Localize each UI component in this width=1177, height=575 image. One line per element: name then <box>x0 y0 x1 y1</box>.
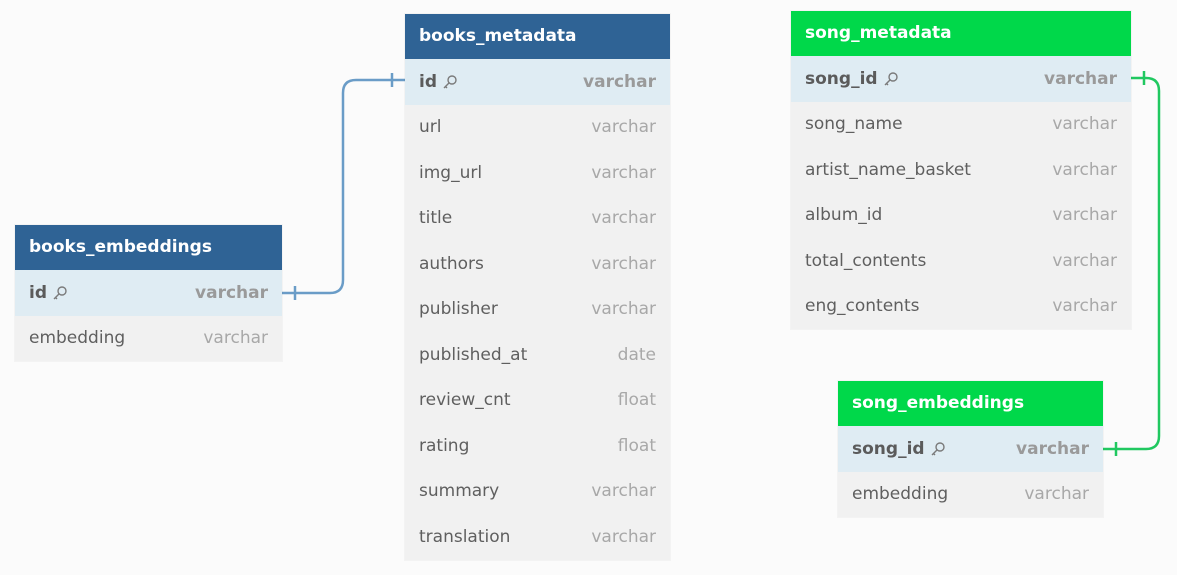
column-type: varchar <box>1052 296 1117 317</box>
column-name: id <box>29 283 68 303</box>
column-name: total_contents <box>805 251 926 271</box>
column-type: varchar <box>1052 250 1117 271</box>
column-name: translation <box>419 527 510 547</box>
column-type: varchar <box>591 253 656 274</box>
column-row[interactable]: authors varchar <box>405 241 670 287</box>
primary-key-row[interactable]: id varchar <box>405 59 670 105</box>
column-name-text: img_url <box>419 162 483 183</box>
key-icon <box>930 441 946 457</box>
column-type: varchar <box>591 299 656 320</box>
column-name: artist_name_basket <box>805 160 971 180</box>
column-name-text: album_id <box>805 205 883 226</box>
column-row[interactable]: summary varchar <box>405 469 670 515</box>
column-type: varchar <box>203 328 268 349</box>
primary-key-row[interactable]: id varchar <box>15 270 282 316</box>
column-name: song_id <box>852 439 946 459</box>
column-name: embedding <box>852 484 948 504</box>
column-name: embedding <box>29 328 125 348</box>
column-row[interactable]: img_url varchar <box>405 150 670 196</box>
column-name-text: id <box>29 282 47 303</box>
column-type: varchar <box>1016 438 1089 459</box>
column-name: url <box>419 117 442 137</box>
relation-books-embeddings-to-books-metadata[interactable] <box>282 78 405 295</box>
column-row[interactable]: song_name varchar <box>791 102 1131 148</box>
key-icon <box>442 74 458 90</box>
primary-key-row[interactable]: song_id varchar <box>791 56 1131 102</box>
column-row[interactable]: publisher varchar <box>405 287 670 333</box>
column-name-text: id <box>419 71 437 92</box>
column-name-text: total_contents <box>805 250 927 271</box>
table-header[interactable]: books_metadata <box>405 14 670 59</box>
column-type: date <box>617 344 656 365</box>
column-name-text: embedding <box>29 328 126 349</box>
column-name-text: song_id <box>805 68 878 89</box>
column-type: float <box>617 435 656 456</box>
column-name: song_id <box>805 69 899 89</box>
column-type: varchar <box>1052 114 1117 135</box>
column-name: title <box>419 208 452 228</box>
column-row[interactable]: published_at date <box>405 332 670 378</box>
table-header[interactable]: song_embeddings <box>838 381 1103 426</box>
column-row[interactable]: eng_contents varchar <box>791 284 1131 330</box>
column-type: varchar <box>1052 205 1117 226</box>
primary-key-row[interactable]: song_id varchar <box>838 426 1103 472</box>
column-name-text: published_at <box>419 344 528 365</box>
column-type: varchar <box>1044 68 1117 89</box>
column-row[interactable]: translation varchar <box>405 514 670 560</box>
column-name-text: summary <box>419 481 500 502</box>
column-row[interactable]: album_id varchar <box>791 193 1131 239</box>
column-name: rating <box>419 436 469 456</box>
column-row[interactable]: title varchar <box>405 196 670 242</box>
column-name-text: embedding <box>852 484 949 505</box>
column-name-text: artist_name_basket <box>805 159 971 180</box>
column-name-text: publisher <box>419 299 498 320</box>
column-name-text: eng_contents <box>805 296 920 317</box>
column-row[interactable]: embedding varchar <box>15 316 282 362</box>
column-name: song_name <box>805 114 903 134</box>
column-type: varchar <box>591 481 656 502</box>
column-name: album_id <box>805 205 882 225</box>
column-name: eng_contents <box>805 296 919 316</box>
column-name-text: rating <box>419 435 470 456</box>
column-row[interactable]: rating float <box>405 423 670 469</box>
column-name: review_cnt <box>419 390 511 410</box>
table-header[interactable]: song_metadata <box>791 11 1131 56</box>
column-name: authors <box>419 254 484 274</box>
column-type: float <box>617 390 656 411</box>
column-type: varchar <box>583 71 656 92</box>
column-name-text: translation <box>419 526 511 547</box>
column-name-text: review_cnt <box>419 390 511 411</box>
key-icon <box>883 71 899 87</box>
column-name-text: title <box>419 208 453 229</box>
column-type: varchar <box>591 117 656 138</box>
column-row[interactable]: embedding varchar <box>838 472 1103 518</box>
column-row[interactable]: review_cnt float <box>405 378 670 424</box>
column-type: varchar <box>1024 484 1089 505</box>
column-row[interactable]: total_contents varchar <box>791 238 1131 284</box>
column-type: varchar <box>591 208 656 229</box>
column-name: summary <box>419 481 499 501</box>
column-name: img_url <box>419 163 482 183</box>
column-name-text: song_id <box>852 438 925 459</box>
column-name: publisher <box>419 299 498 319</box>
column-name: published_at <box>419 345 527 365</box>
column-name-text: url <box>419 117 442 138</box>
column-type: varchar <box>195 282 268 303</box>
column-name-text: authors <box>419 253 484 274</box>
column-type: varchar <box>1052 159 1117 180</box>
column-row[interactable]: artist_name_basket varchar <box>791 147 1131 193</box>
column-name: id <box>419 72 458 92</box>
key-icon <box>52 285 68 301</box>
column-type: varchar <box>591 162 656 183</box>
table-header[interactable]: books_embeddings <box>15 225 282 270</box>
column-row[interactable]: url varchar <box>405 105 670 151</box>
column-name-text: song_name <box>805 114 903 135</box>
column-type: varchar <box>591 526 656 547</box>
